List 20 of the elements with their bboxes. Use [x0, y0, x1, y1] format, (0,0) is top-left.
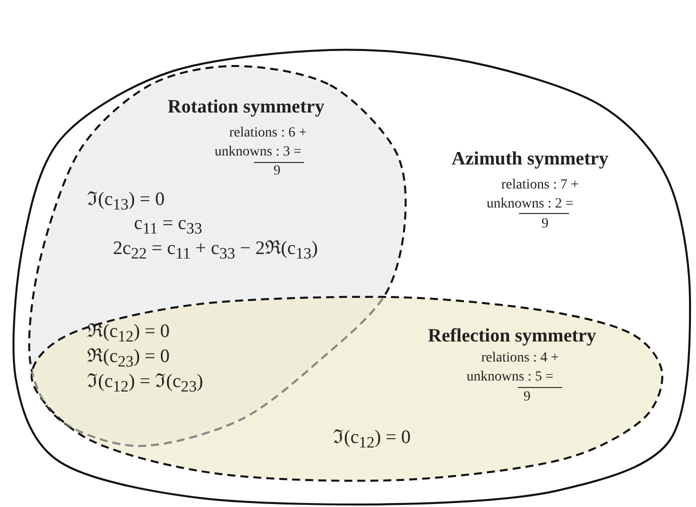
count-text: unknowns : 5 =: [466, 369, 554, 385]
count-text: unknowns : 3 =: [214, 144, 302, 160]
equation: 2c$_{22}$ = c$_{11}$ + c$_{33}$ − 2ℜ(c$_{13}$): [113, 238, 318, 264]
equation: ℜ(c$_{12}$) = 0: [87, 322, 170, 346]
count-text: 9: [542, 216, 548, 232]
region-title: Azimuth symmetry: [452, 150, 608, 170]
count-text: relations : 7 +: [501, 177, 579, 193]
equation: ℜ(c$_{23}$) = 0: [87, 346, 170, 372]
equation: ℑ(c$_{12}$) = 0: [333, 428, 411, 452]
count-text: relations : 6 +: [229, 125, 307, 141]
equation: c$_{11}$ = c$_{33}$: [134, 214, 202, 238]
region-title: Rotation symmetry: [168, 98, 324, 118]
dashed-region: [30, 296, 664, 482]
equation: ℑ(c$_{12}$) = ℑ(c$_{23}$): [87, 372, 204, 396]
count-text: 9: [524, 389, 530, 405]
count-text: 9: [274, 163, 280, 179]
count-text: unknowns : 2 =: [486, 196, 574, 212]
region-title: Reflection symmetry: [428, 326, 596, 348]
count-text: relations : 4 +: [481, 350, 559, 366]
equation: ℑ(c$_{13}$) = 0: [87, 190, 165, 214]
